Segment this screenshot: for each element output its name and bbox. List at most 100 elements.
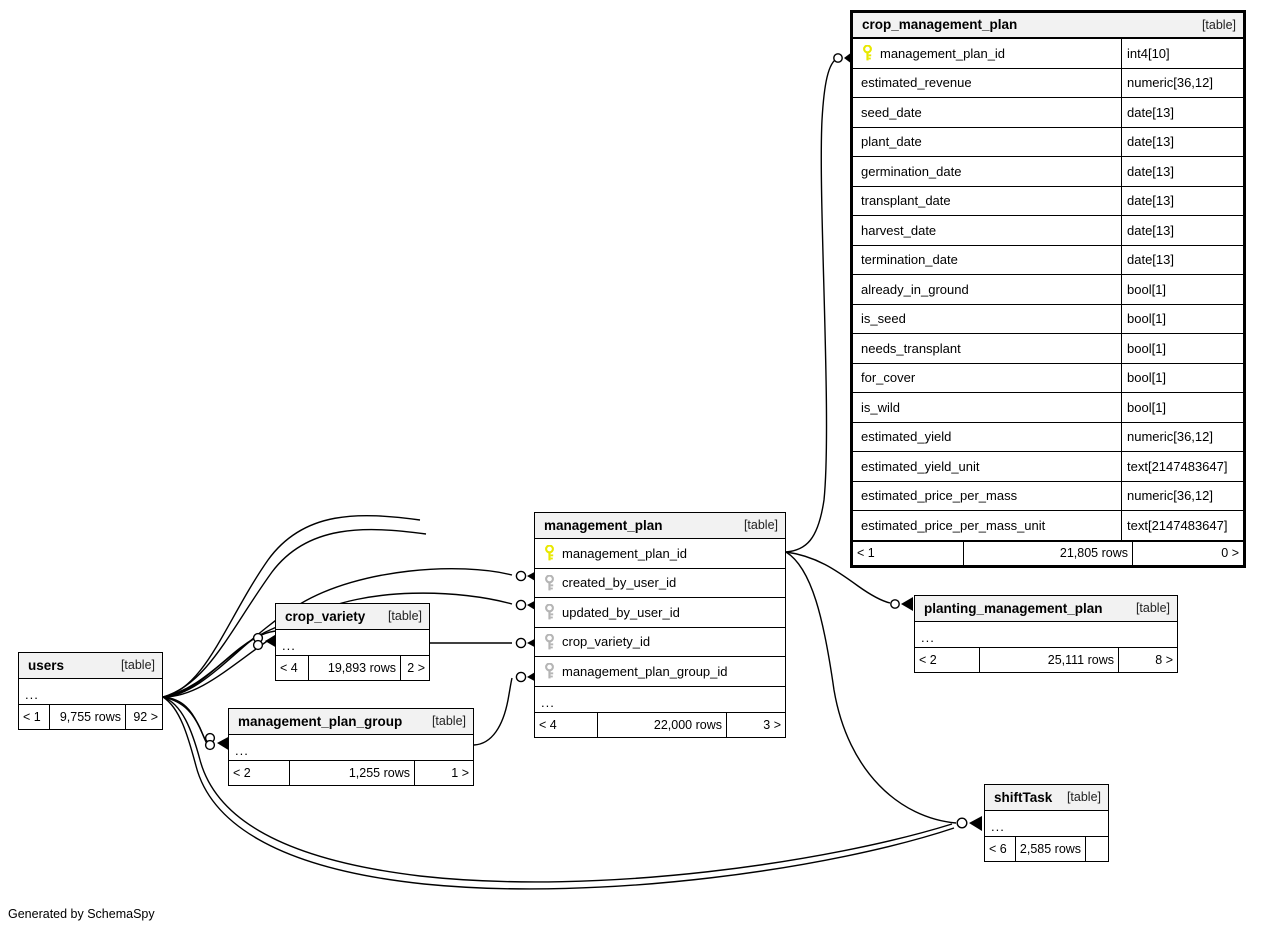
table-management_plan_group[interactable]: management_plan_group [table] ... < 2 1,…	[228, 708, 474, 786]
parent-count: < 2	[233, 766, 251, 780]
more-columns-indicator: ...	[985, 811, 1108, 837]
table-management_plan[interactable]: management_plan [table] management_plan_…	[534, 512, 786, 738]
row-count: 2,585 rows	[1014, 837, 1087, 861]
table-planting_management_plan[interactable]: planting_management_plan [table] ... < 2…	[914, 595, 1178, 673]
table-shiftTask[interactable]: shiftTask [table] ... < 6 2,585 rows	[984, 784, 1109, 862]
column-type: date[13]	[1121, 98, 1243, 127]
foreign-key-icon	[543, 604, 556, 620]
column-row[interactable]: crop_variety_id	[535, 628, 785, 657]
column-name: crop_variety_id	[562, 634, 651, 650]
column-name-cell: estimated_revenue	[853, 75, 1121, 90]
column-name: termination_date	[861, 252, 958, 268]
table-crop_management_plan[interactable]: crop_management_plan [table] management_…	[850, 10, 1246, 568]
column-row[interactable]: estimated_yield_unit text[2147483647]	[853, 452, 1243, 482]
table-header: planting_management_plan [table]	[915, 596, 1177, 622]
column-row[interactable]: termination_date date[13]	[853, 245, 1243, 275]
column-name-cell: management_plan_group_id	[535, 663, 785, 679]
column-row[interactable]: seed_date date[13]	[853, 98, 1243, 128]
connector-dot	[204, 732, 216, 744]
column-name-cell: estimated_price_per_mass_unit	[853, 518, 1121, 533]
edge-users-to-management_plan_group-b	[162, 696, 208, 745]
column-name: management_plan_id	[562, 545, 688, 561]
parent-count: < 1	[857, 546, 875, 560]
column-name: germination_date	[861, 163, 962, 179]
column-row[interactable]: management_plan_group_id	[535, 657, 785, 687]
table-stats-row: < 4 22,000 rows 3 >	[535, 712, 785, 737]
column-name: estimated_price_per_mass	[861, 488, 1018, 504]
column-name-cell: management_plan_id	[535, 545, 785, 561]
parent-count: < 2	[919, 653, 937, 667]
column-type: int4[10]	[1121, 39, 1243, 68]
column-name: estimated_yield_unit	[861, 458, 980, 474]
connector-dot	[956, 817, 968, 829]
table-type-tag: [table]	[1201, 17, 1236, 32]
column-row[interactable]: management_plan_id	[535, 539, 785, 569]
column-type: bool[1]	[1121, 304, 1243, 333]
connector-dot	[515, 671, 527, 683]
column-row[interactable]: created_by_user_id	[535, 569, 785, 598]
table-crop_variety[interactable]: crop_variety [table] ... < 4 19,893 rows…	[275, 603, 430, 681]
column-name: created_by_user_id	[562, 575, 677, 591]
column-type: numeric[36,12]	[1121, 422, 1243, 451]
row-count: 25,111 rows	[979, 648, 1119, 672]
column-name-cell: seed_date	[853, 105, 1121, 120]
column-name-cell: updated_by_user_id	[535, 604, 785, 620]
foreign-key-icon	[543, 663, 556, 679]
column-name: plant_date	[861, 134, 922, 150]
column-type: date[13]	[1121, 245, 1243, 274]
row-count: 22,000 rows	[597, 712, 727, 737]
column-name: seed_date	[861, 104, 922, 120]
table-name: management_plan	[544, 517, 663, 533]
column-name: needs_transplant	[861, 340, 961, 356]
child-count: 1 >	[451, 766, 469, 780]
child-count: 2 >	[407, 661, 425, 675]
column-type: bool[1]	[1121, 363, 1243, 392]
column-name-cell: created_by_user_id	[535, 574, 785, 591]
column-name-cell: is_seed	[853, 311, 1121, 326]
table-type-tag: [table]	[1135, 601, 1170, 615]
table-users[interactable]: users [table] ... < 1 9,755 rows 92 >	[18, 652, 163, 730]
column-type: text[2147483647]	[1121, 452, 1243, 481]
child-count: 0 >	[1221, 546, 1239, 560]
column-row[interactable]: updated_by_user_id	[535, 598, 785, 628]
column-name-cell: is_wild	[853, 400, 1121, 415]
table-name: shiftTask	[994, 789, 1053, 805]
row-count: 19,893 rows	[308, 656, 401, 680]
column-name-cell: crop_variety_id	[535, 633, 785, 650]
table-type-tag: [table]	[1066, 790, 1101, 804]
table-type-tag: [table]	[387, 609, 422, 623]
column-name: for_cover	[861, 370, 916, 386]
primary-key-icon	[543, 545, 556, 561]
table-stats-row: < 2 1,255 rows 1 >	[229, 761, 473, 785]
column-name-cell: estimated_yield_unit	[853, 459, 1121, 474]
column-type: date[13]	[1121, 157, 1243, 186]
foreign-key-icon	[543, 633, 556, 650]
column-name: management_plan_group_id	[562, 663, 728, 679]
table-header: users [table]	[19, 653, 162, 679]
column-name: transplant_date	[861, 193, 951, 209]
column-name-cell: management_plan_id	[853, 45, 1121, 61]
column-name-cell: harvest_date	[853, 223, 1121, 238]
more-columns-indicator: ...	[19, 679, 162, 705]
column-row[interactable]: for_cover bool[1]	[853, 363, 1243, 393]
column-name-cell: already_in_ground	[853, 282, 1121, 297]
column-row[interactable]: germination_date date[13]	[853, 157, 1243, 187]
connector-dot	[515, 599, 527, 611]
parent-count: < 4	[539, 717, 557, 732]
connector-dot	[515, 637, 527, 649]
table-name: crop_variety	[285, 608, 366, 624]
connector-dot	[515, 570, 527, 582]
